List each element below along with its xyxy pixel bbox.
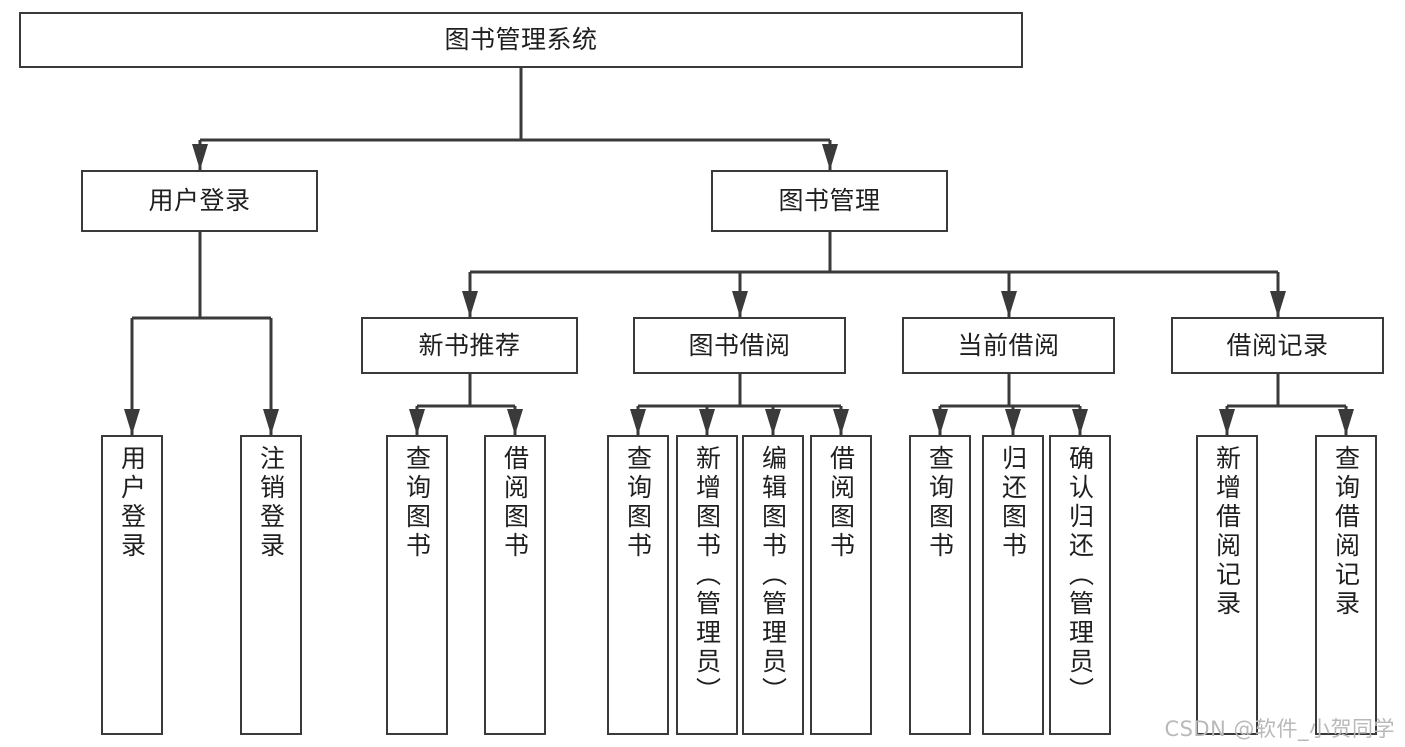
arrowhead-icon bbox=[1270, 291, 1286, 317]
node-leaf-bb-edit[interactable]: 编辑图书（管理员） bbox=[742, 435, 804, 735]
node-label: 借阅图书 bbox=[826, 445, 856, 561]
node-label: 归还图书 bbox=[998, 445, 1028, 561]
arrowhead-icon bbox=[630, 409, 646, 435]
arrowhead-icon bbox=[833, 409, 849, 435]
node-leaf-cb-query[interactable]: 查询图书 bbox=[909, 435, 971, 735]
arrowhead-icon bbox=[263, 409, 279, 435]
node-root[interactable]: 图书管理系统 bbox=[19, 12, 1023, 68]
node-book-manage[interactable]: 图书管理 bbox=[711, 170, 948, 232]
node-label: 注销登录 bbox=[256, 445, 286, 561]
node-user-login[interactable]: 用户登录 bbox=[81, 170, 318, 232]
node-leaf-cb-confirm[interactable]: 确认归还（管理员） bbox=[1049, 435, 1111, 735]
arrowhead-icon bbox=[765, 409, 781, 435]
arrowhead-icon bbox=[1001, 291, 1017, 317]
node-label: 图书管理系统 bbox=[444, 25, 598, 55]
node-label: 图书管理 bbox=[778, 186, 881, 216]
node-label: 当前借阅 bbox=[957, 330, 1060, 360]
node-leaf-bb-query[interactable]: 查询图书 bbox=[607, 435, 669, 735]
node-leaf-bb-borrow[interactable]: 借阅图书 bbox=[810, 435, 872, 735]
node-label: 编辑图书（管理员） bbox=[758, 445, 788, 706]
node-label: 用户登录 bbox=[148, 186, 251, 216]
watermark-text: CSDN @软件_小贺同学 bbox=[1164, 717, 1395, 741]
node-leaf-user-login[interactable]: 用户登录 bbox=[101, 435, 163, 735]
arrowhead-icon bbox=[507, 409, 523, 435]
node-label: 借阅记录 bbox=[1226, 330, 1329, 360]
node-label: 用户登录 bbox=[117, 445, 147, 561]
node-current-borrow[interactable]: 当前借阅 bbox=[902, 317, 1115, 374]
arrowhead-icon bbox=[124, 409, 140, 435]
node-leaf-rec-borrow[interactable]: 借阅图书 bbox=[484, 435, 546, 735]
node-label: 查询图书 bbox=[623, 445, 653, 561]
node-book-borrow[interactable]: 图书借阅 bbox=[633, 317, 846, 374]
node-leaf-bb-add[interactable]: 新增图书（管理员） bbox=[676, 435, 738, 735]
arrowhead-icon bbox=[1338, 409, 1354, 435]
arrowhead-icon bbox=[409, 409, 425, 435]
arrowhead-icon bbox=[822, 144, 838, 170]
arrowhead-icon bbox=[732, 291, 748, 317]
node-leaf-user-logout[interactable]: 注销登录 bbox=[240, 435, 302, 735]
arrowhead-icon bbox=[1219, 409, 1235, 435]
node-label: 图书借阅 bbox=[688, 330, 791, 360]
node-label: 查询图书 bbox=[925, 445, 955, 561]
node-label: 借阅图书 bbox=[500, 445, 530, 561]
node-leaf-cb-return[interactable]: 归还图书 bbox=[982, 435, 1044, 735]
arrowhead-icon bbox=[932, 409, 948, 435]
arrowhead-icon bbox=[699, 409, 715, 435]
node-leaf-rec-query[interactable]: 查询图书 bbox=[386, 435, 448, 735]
arrowhead-icon bbox=[1072, 409, 1088, 435]
node-leaf-br-add[interactable]: 新增借阅记录 bbox=[1196, 435, 1258, 735]
arrowhead-icon bbox=[462, 291, 478, 317]
node-label: 新增图书（管理员） bbox=[692, 445, 722, 706]
node-leaf-br-query[interactable]: 查询借阅记录 bbox=[1315, 435, 1377, 735]
node-label: 确认归还（管理员） bbox=[1065, 445, 1095, 706]
arrowhead-icon bbox=[192, 144, 208, 170]
node-new-book-rec[interactable]: 新书推荐 bbox=[361, 317, 578, 374]
node-label: 新增借阅记录 bbox=[1212, 445, 1242, 619]
node-label: 新书推荐 bbox=[418, 330, 521, 360]
node-label: 查询借阅记录 bbox=[1331, 445, 1361, 619]
node-label: 查询图书 bbox=[402, 445, 432, 561]
node-borrow-record[interactable]: 借阅记录 bbox=[1171, 317, 1384, 374]
arrowhead-icon bbox=[1005, 409, 1021, 435]
